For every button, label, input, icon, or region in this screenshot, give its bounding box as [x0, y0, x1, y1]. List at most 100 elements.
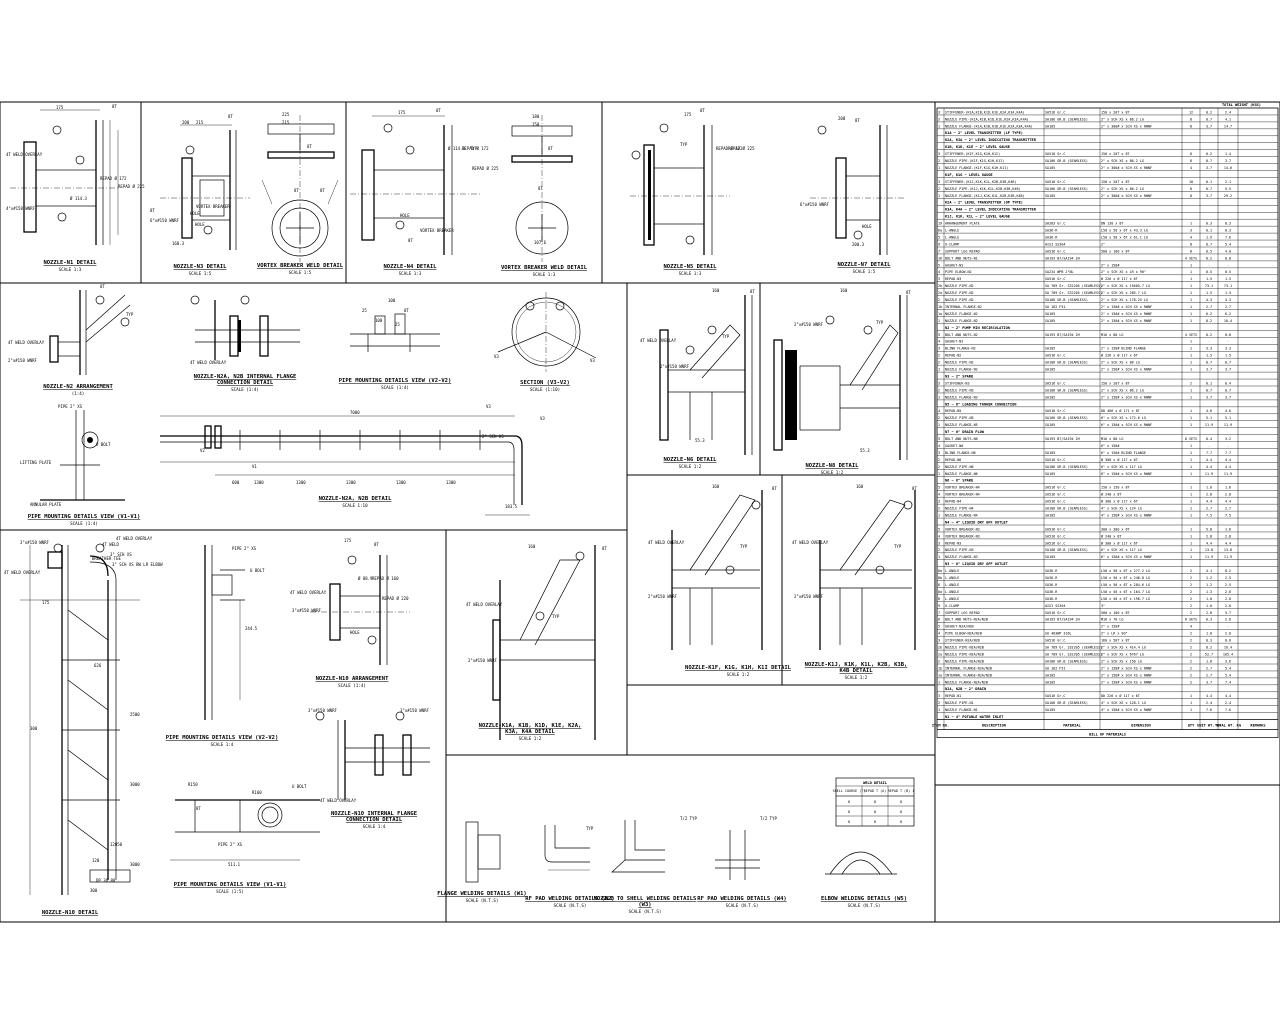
annotation-n2a_flange: 4T WELD OVERLAY — [190, 360, 227, 365]
bom-cell: 1.8 — [1206, 659, 1212, 663]
annotation-pmd_v1b: R150 — [188, 782, 198, 787]
bom-cell: 3.7 — [1206, 194, 1212, 198]
bom-cell: NOZZLE PIPE-N4 — [945, 507, 974, 511]
bom-cell: 2.6 — [1225, 618, 1231, 622]
bom-cell: 7.6 — [1225, 235, 1231, 239]
view-scale-wd3: SCALE (N.T.S) — [629, 909, 662, 914]
view-title-n10_flange: CONNECTION DETAIL — [346, 817, 403, 823]
view-pmd_v1: PIPE MOUNTING DETAILS VIEW (V1-V1)SCALE … — [20, 404, 140, 526]
bom-row: K1A ~ 2" LEVEL TRANSMITTER (LP TYPE) — [937, 128, 1278, 135]
annotation-n10_arr: 8T — [374, 542, 379, 547]
bom-cell: 1 — [1190, 548, 1192, 552]
bom-cell: 6" x 150# BLIND FLANGE — [1101, 451, 1146, 455]
bom-cell: 4 SETS — [1185, 333, 1197, 337]
bom-cell: 1.5 — [1225, 354, 1231, 358]
bom-cell: SA36-R — [1045, 597, 1058, 601]
bom-cell: 1 — [1190, 541, 1192, 545]
bom-cell: 3.3 — [1206, 347, 1212, 351]
bom-cell: 8 — [1190, 152, 1192, 156]
annotation-k1j: 4T WELD OVERLAY — [792, 540, 829, 545]
bom-cell: K2A ~ 2" LEVEL TRANSMITTER (DP TYPE) — [945, 201, 1023, 205]
view-title-pmd_v2b: PIPE MOUNTING DETAILS VIEW (V2-V2) — [166, 735, 279, 741]
weld-table-cell: 8 — [900, 800, 902, 804]
bom-cell: 3 — [938, 500, 940, 504]
bom-cell: 2" x LR x 90" — [1101, 632, 1128, 636]
annotation-n10_arr: REPAD Ø 220 — [382, 596, 409, 601]
bom-cell: 1.5 — [1206, 354, 1212, 358]
annotation-n2a_n2b: V1 — [252, 464, 257, 469]
bom-cell: SA516 Gr.C — [1045, 458, 1065, 462]
bom-cell: N2A, N2B ~ 2" DRAIN — [945, 687, 986, 691]
bom-cell: 2" x SCH XS x 86.2 LG — [1101, 159, 1144, 163]
bom-cell: 0.4 — [1206, 437, 1212, 441]
bom-cell: SUPPORT LEG REPAD — [945, 611, 980, 615]
bom-cell: 6" x SCH XS x 172.6 LG — [1101, 416, 1146, 420]
bom-cell: 14.7 — [1224, 124, 1232, 128]
bom-cell: 4 — [938, 632, 940, 636]
bom-cell: 4.4 — [1206, 458, 1212, 462]
bom-cell: 1 — [1190, 263, 1192, 267]
annotation-pmd_v2b: 244.5 — [245, 626, 258, 631]
bom-cell: NOZZLE PIPE-N2A/N2B — [945, 659, 984, 663]
bom-cell: 6.2 — [1225, 312, 1231, 316]
view-scale-n5: SCALE 1:3 — [679, 271, 702, 276]
bom-cell: 2 — [1190, 604, 1192, 608]
bom-cell: K2A, K3A ~ 2" LEVEL INDICATING TRANSMITT… — [945, 138, 1037, 142]
bom-cell: NOZZLE PIPE-N2 — [945, 298, 974, 302]
weld-table-cell: 8 — [848, 800, 850, 804]
bom-cell: 5 — [938, 263, 940, 267]
bom-total-weight-header: TOTAL WEIGHT (KGS) — [1222, 103, 1261, 107]
bom-cell: SA516 Gr.C — [1045, 534, 1065, 538]
bom-cell: 7.7 — [1206, 451, 1212, 455]
bom-cell: BOLT AND NUTS-N2A/N2B — [945, 618, 988, 622]
bom-cell: SA516 Gr.C — [1045, 500, 1065, 504]
bom-cell: 0.8 — [1225, 333, 1231, 337]
annotation-n4: REPAD Ø 172 — [462, 146, 489, 151]
view-scale-n2a_n2b: SCALE 1:10 — [342, 503, 368, 508]
vortex-breaker-weld-1-drawing — [261, 115, 339, 262]
bom-cell: - — [1208, 263, 1210, 267]
bom-cell: K1A ~ 2" LEVEL TRANSMITTER (LP TYPE) — [945, 131, 1023, 135]
bom-cell: SA516 Gr.C — [1045, 486, 1065, 490]
nozzle-n5-drawing — [630, 123, 730, 255]
bom-cell: 16 — [938, 256, 942, 260]
bom-cell: 5.8 — [1206, 527, 1212, 531]
annotation-n7: 200.3 — [852, 242, 865, 247]
annotation-n5: TYP — [680, 142, 688, 147]
bom-cell: SA106 GR.B (SEAMLESS) — [1045, 548, 1088, 552]
bom-cell: 2.0 — [1225, 604, 1231, 608]
bom-cell: 4.4 — [1206, 694, 1212, 698]
bom-cell: 2" x 150# — [1101, 263, 1120, 267]
bom-cell: N7 ~ 6" DRAIN FLOW — [945, 430, 985, 434]
annotation-n2: 4T WELD OVERLAY — [8, 340, 45, 345]
bom-cell: 4 — [938, 493, 940, 497]
bom-cell: 105.4 — [1223, 652, 1233, 656]
bom-cell: 4.4 — [1225, 500, 1231, 504]
bom-cell: 1.6 — [1225, 486, 1231, 490]
bom-column-header: QTY — [1188, 724, 1195, 728]
bom-cell: 0.7 — [1225, 388, 1231, 392]
annotation-k1a: 4T WELD OVERLAY — [466, 602, 503, 607]
bom-cell: NOZZLE FLANGE-N3 — [945, 555, 978, 559]
bom-cell: K1B, K1D, K1E ~ 2" LEVEL GAUGE — [945, 145, 1010, 149]
bom-cell: 2.8 — [1206, 493, 1212, 497]
panel-frames — [0, 101, 1280, 923]
bom-column-header: DESCRIPTION — [982, 724, 1006, 728]
bom-cell: 2.7 — [1206, 666, 1212, 670]
view-title-n5: NOZZLE-N5 DETAIL — [664, 264, 718, 270]
bom-cell: SA105 — [1045, 194, 1055, 198]
bom-cell: 7 — [938, 249, 940, 253]
bom-cell: 2.7 — [1206, 305, 1212, 309]
bom-cell: 3.2 — [1225, 437, 1231, 441]
bom-cell: L-ANGLE — [945, 590, 959, 594]
bom-cell: 4" x 150# x SCH XS x RWNF — [1101, 513, 1152, 517]
